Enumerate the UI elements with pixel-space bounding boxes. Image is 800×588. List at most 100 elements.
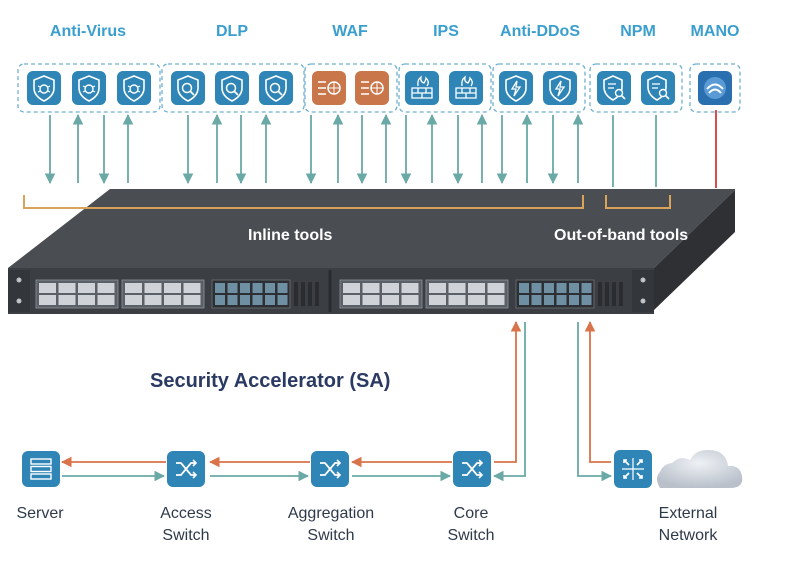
rj45-port (227, 295, 238, 305)
rj45-port (569, 295, 579, 305)
sfp-port (125, 295, 142, 305)
virus-shield-icon (27, 71, 61, 105)
sfp-port (58, 295, 76, 305)
waf-group-box (304, 63, 398, 113)
access-switch-label-line2: Switch (162, 527, 210, 544)
sfp-port (78, 283, 95, 293)
access-switch-icon (167, 451, 205, 487)
server-label-line: Server (16, 505, 64, 522)
rj45-port (240, 283, 250, 293)
sfp-port (97, 283, 115, 293)
sfp-port (448, 283, 466, 293)
intrusion-wall-icon (405, 71, 439, 105)
intrusion-wall-icon (449, 71, 483, 105)
npm-tools (597, 71, 675, 105)
sfp-port (362, 295, 380, 305)
sfp-port (362, 283, 380, 293)
chassis-side (654, 190, 735, 310)
sfp-port (401, 283, 419, 293)
sfp-port (343, 283, 360, 293)
npm-group-box (589, 63, 683, 113)
category-label-antiddos: Anti-DDoS (500, 23, 580, 40)
sfp-port (183, 283, 201, 293)
rj45-port (569, 283, 579, 293)
core-switch-icon (453, 451, 491, 487)
lightning-shield-icon (499, 71, 533, 105)
virus-shield-icon (117, 71, 151, 105)
dlp-tools (171, 71, 293, 105)
access-switch-label-line1: Access (160, 505, 212, 522)
rj45-port (265, 283, 275, 293)
sfp-port (144, 283, 162, 293)
rj45-port (252, 295, 263, 305)
sfp-port (164, 283, 181, 293)
sfp-port (429, 283, 446, 293)
ips-group-box (398, 63, 492, 113)
sfp-port (343, 295, 360, 305)
antiddos-group-box (492, 63, 586, 113)
sfp-port (39, 283, 56, 293)
vent-slot (612, 282, 616, 306)
mano-tools (698, 71, 732, 105)
web-firewall-icon (312, 71, 346, 105)
rj45-port (277, 295, 288, 305)
outofband-tools-bracket (605, 195, 671, 209)
rj45-port (215, 295, 225, 305)
external-network-label: External Network (659, 503, 718, 547)
category-label-ips: IPS (433, 23, 459, 40)
web-firewall-icon (355, 71, 389, 105)
core-uplink-orange (494, 320, 522, 463)
chassis-ear-left (8, 270, 30, 312)
external-link-orange (584, 320, 611, 463)
rj45-port (240, 295, 250, 305)
rj45-port (544, 295, 554, 305)
inline-tools-label: Inline tools (248, 227, 333, 244)
core-uplink-teal (492, 322, 526, 482)
core-switch-label: Core Switch (447, 503, 494, 547)
rj45-port (544, 283, 554, 293)
data-search-shield-icon (259, 71, 293, 105)
outofband-tools-label: Out-of-band tools (554, 227, 689, 244)
tool-group-boxes (17, 63, 741, 113)
antivirus-group-box (17, 63, 161, 113)
sfp-port (487, 283, 505, 293)
vent-slot (605, 282, 609, 306)
vent-slot (294, 282, 298, 306)
sfp-port (487, 295, 505, 305)
external-network-label-line2: Network (658, 527, 718, 544)
aggregation-switch-icon (311, 451, 349, 487)
access-switch-label: Access Switch (160, 503, 212, 547)
sfp-port (183, 295, 201, 305)
rj45-port (581, 295, 592, 305)
category-label-npm: NPM (620, 23, 656, 40)
waf-tools (312, 71, 389, 105)
category-label-mano: MANO (690, 23, 740, 40)
sfp-port (382, 295, 399, 305)
external-router-icon (614, 450, 652, 488)
external-network-label-line1: External (658, 505, 718, 522)
sfp-port (58, 283, 76, 293)
data-search-shield-icon (215, 71, 249, 105)
vent-slot (619, 282, 623, 306)
port-blocks (35, 279, 623, 309)
network-links (60, 456, 452, 482)
sfp-port (448, 295, 466, 305)
sfp-port (97, 295, 115, 305)
rj45-port (215, 283, 225, 293)
sfp-port (144, 295, 162, 305)
dlp-group-box (161, 63, 305, 113)
virus-shield-icon (72, 71, 106, 105)
rj45-port (227, 283, 238, 293)
monitor-shield-icon (597, 71, 631, 105)
inline-tools-bracket (23, 195, 584, 209)
vent-slot (598, 282, 602, 306)
vent-slot (308, 282, 312, 306)
external-link-teal (577, 322, 613, 482)
server-label: Server (16, 503, 63, 525)
monitor-shield-icon (641, 71, 675, 105)
sfp-port (125, 283, 142, 293)
rj45-port (265, 295, 275, 305)
sfp-port (39, 295, 56, 305)
